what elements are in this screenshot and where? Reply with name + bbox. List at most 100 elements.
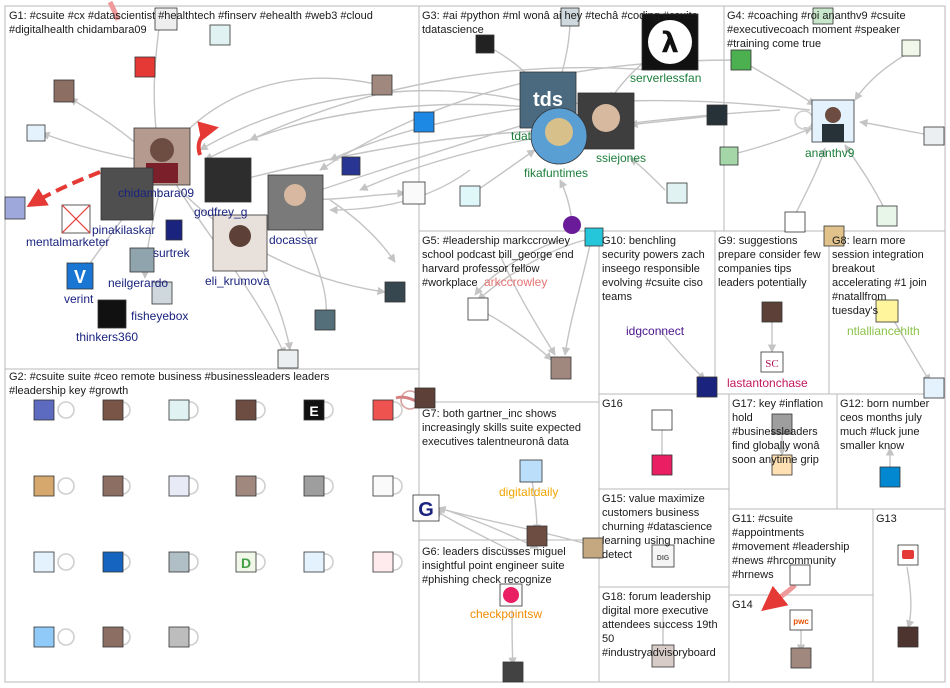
avatar[interactable] [468, 298, 488, 320]
group-label-line: G18: forum leadership [602, 591, 711, 603]
node-label-surtrek[interactable]: surtrek [153, 246, 191, 260]
sc-logo-icon: SC [765, 358, 778, 370]
avatar[interactable] [34, 476, 54, 496]
avatar[interactable] [876, 300, 898, 322]
node-label-godfrey-g[interactable]: godfrey_g [194, 205, 247, 219]
avatar[interactable] [315, 310, 335, 330]
avatar[interactable] [790, 565, 810, 585]
avatar[interactable] [414, 112, 434, 132]
avatar[interactable] [98, 300, 126, 328]
node-label-mentalmarketer[interactable]: mentalmarketer [26, 235, 109, 249]
avatar[interactable] [135, 57, 155, 77]
avatar[interactable] [583, 538, 603, 558]
avatar[interactable] [563, 216, 581, 234]
node-label-eli-krumova[interactable]: eli_krumova [205, 274, 270, 288]
avatar[interactable] [34, 627, 54, 647]
avatar[interactable] [130, 248, 154, 272]
group-label-line: session integration [832, 249, 924, 261]
group-label-line: leaders potentially [718, 277, 807, 289]
avatar[interactable] [304, 552, 324, 572]
avatar[interactable] [503, 662, 523, 682]
avatar[interactable] [924, 378, 944, 398]
avatar[interactable] [34, 552, 54, 572]
avatar[interactable] [169, 400, 189, 420]
node-label-fisheyebox[interactable]: fisheyebox [131, 309, 188, 323]
avatar[interactable] [527, 526, 547, 546]
node-label-docassar[interactable]: docassar [269, 233, 318, 247]
node-label-ntlalliancehlth[interactable]: ntlalliancehlth [847, 324, 920, 338]
avatar[interactable] [373, 476, 393, 496]
avatar[interactable] [103, 627, 123, 647]
node-label-checkpointsw[interactable]: checkpointsw [470, 607, 542, 621]
avatar[interactable] [791, 648, 811, 668]
avatar[interactable] [169, 627, 189, 647]
avatar[interactable] [210, 25, 230, 45]
avatar[interactable] [236, 476, 256, 496]
avatar[interactable] [278, 350, 298, 368]
avatar[interactable] [520, 460, 542, 482]
avatar[interactable] [924, 127, 944, 145]
group-label-line: G4: #coaching #roi ananthv9 #csuite [727, 10, 906, 22]
avatar[interactable] [697, 377, 717, 397]
avatar[interactable] [372, 75, 392, 95]
node-label-tdat[interactable]: tdat [511, 129, 532, 143]
node-label-thinkers360[interactable]: thinkers360 [76, 330, 138, 344]
node-label-markccrowley[interactable]: arkccrowley [484, 275, 547, 289]
avatar[interactable] [731, 50, 751, 70]
avatar[interactable] [27, 125, 45, 141]
avatar[interactable] [762, 302, 782, 322]
avatar[interactable] [785, 212, 805, 232]
avatar[interactable] [103, 476, 123, 496]
node-label-ssiejones[interactable]: ssiejones [596, 151, 646, 165]
avatar[interactable] [898, 627, 918, 647]
avatar[interactable] [476, 35, 494, 53]
avatar[interactable] [902, 40, 920, 56]
avatar[interactable] [877, 206, 897, 226]
group-label-line: 50 [602, 633, 614, 645]
avatar[interactable] [5, 197, 25, 219]
avatar[interactable] [54, 80, 74, 102]
avatar[interactable] [34, 400, 54, 420]
node-label-idgconnect[interactable]: idgconnect [626, 324, 685, 338]
avatar[interactable] [373, 400, 393, 420]
node-label-neilgerardo[interactable]: neilgerardo [108, 276, 168, 290]
node-label-verint[interactable]: verint [64, 292, 94, 306]
group-label-line: churning #datascience [602, 521, 712, 533]
node-label-lastantonchase[interactable]: lastantonchase [727, 376, 808, 390]
avatar[interactable] [304, 476, 324, 496]
avatar[interactable] [652, 455, 672, 475]
avatar[interactable] [385, 282, 405, 302]
node-label-fikafuntimes[interactable]: fikafuntimes [524, 166, 588, 180]
avatar[interactable] [373, 552, 393, 572]
avatar[interactable] [166, 220, 182, 240]
group-label-line: #workplace [422, 277, 478, 289]
avatar[interactable] [880, 467, 900, 487]
avatar[interactable] [585, 228, 603, 246]
node-label-serverlessfan[interactable]: serverlessfan [630, 71, 701, 85]
avatar[interactable] [236, 400, 256, 420]
avatar[interactable] [103, 400, 123, 420]
node-label-chidambara09[interactable]: chidambara09 [118, 186, 194, 200]
node-label-ananthv9[interactable]: ananthv9 [805, 146, 855, 160]
avatar[interactable] [652, 410, 672, 430]
avatar[interactable] [415, 388, 435, 408]
avatar[interactable] [205, 158, 251, 202]
group-label-line: #executivecoach moment #speaker [727, 24, 900, 36]
avatar[interactable] [169, 476, 189, 496]
group-label-line: customers business [602, 507, 700, 519]
node-label-digitaltdaily[interactable]: digitaltdaily [499, 485, 558, 499]
group-label-line: G1: #csuite #cx #datascientist #healthte… [9, 10, 373, 22]
avatar[interactable] [169, 552, 189, 572]
group-label-line: inseego responsible [602, 263, 700, 275]
e-logo-icon: E [309, 403, 318, 419]
avatar[interactable] [667, 183, 687, 203]
avatar[interactable] [551, 357, 571, 379]
avatar[interactable] [103, 552, 123, 572]
group-label-line: increasingly skills suite expected [422, 422, 581, 434]
avatar[interactable] [707, 105, 727, 125]
avatar [592, 104, 620, 132]
avatar[interactable] [460, 186, 480, 206]
avatar[interactable] [403, 182, 425, 204]
avatar[interactable] [342, 157, 360, 175]
avatar[interactable] [720, 147, 738, 165]
